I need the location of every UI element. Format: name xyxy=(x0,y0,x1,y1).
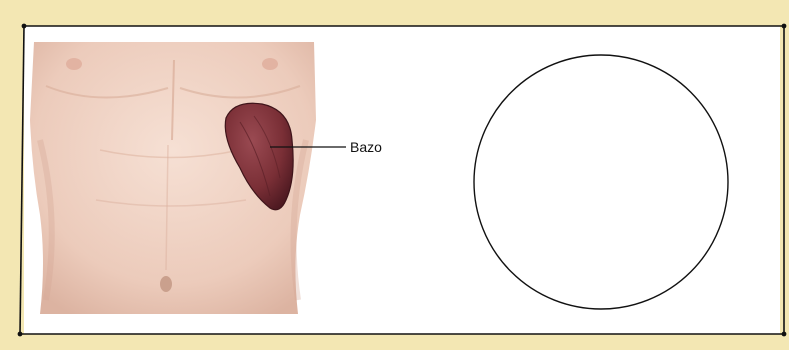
spleen-label: Bazo xyxy=(350,139,382,155)
right-nipple xyxy=(262,58,278,70)
navel xyxy=(160,276,172,292)
left-nipple xyxy=(66,58,82,70)
